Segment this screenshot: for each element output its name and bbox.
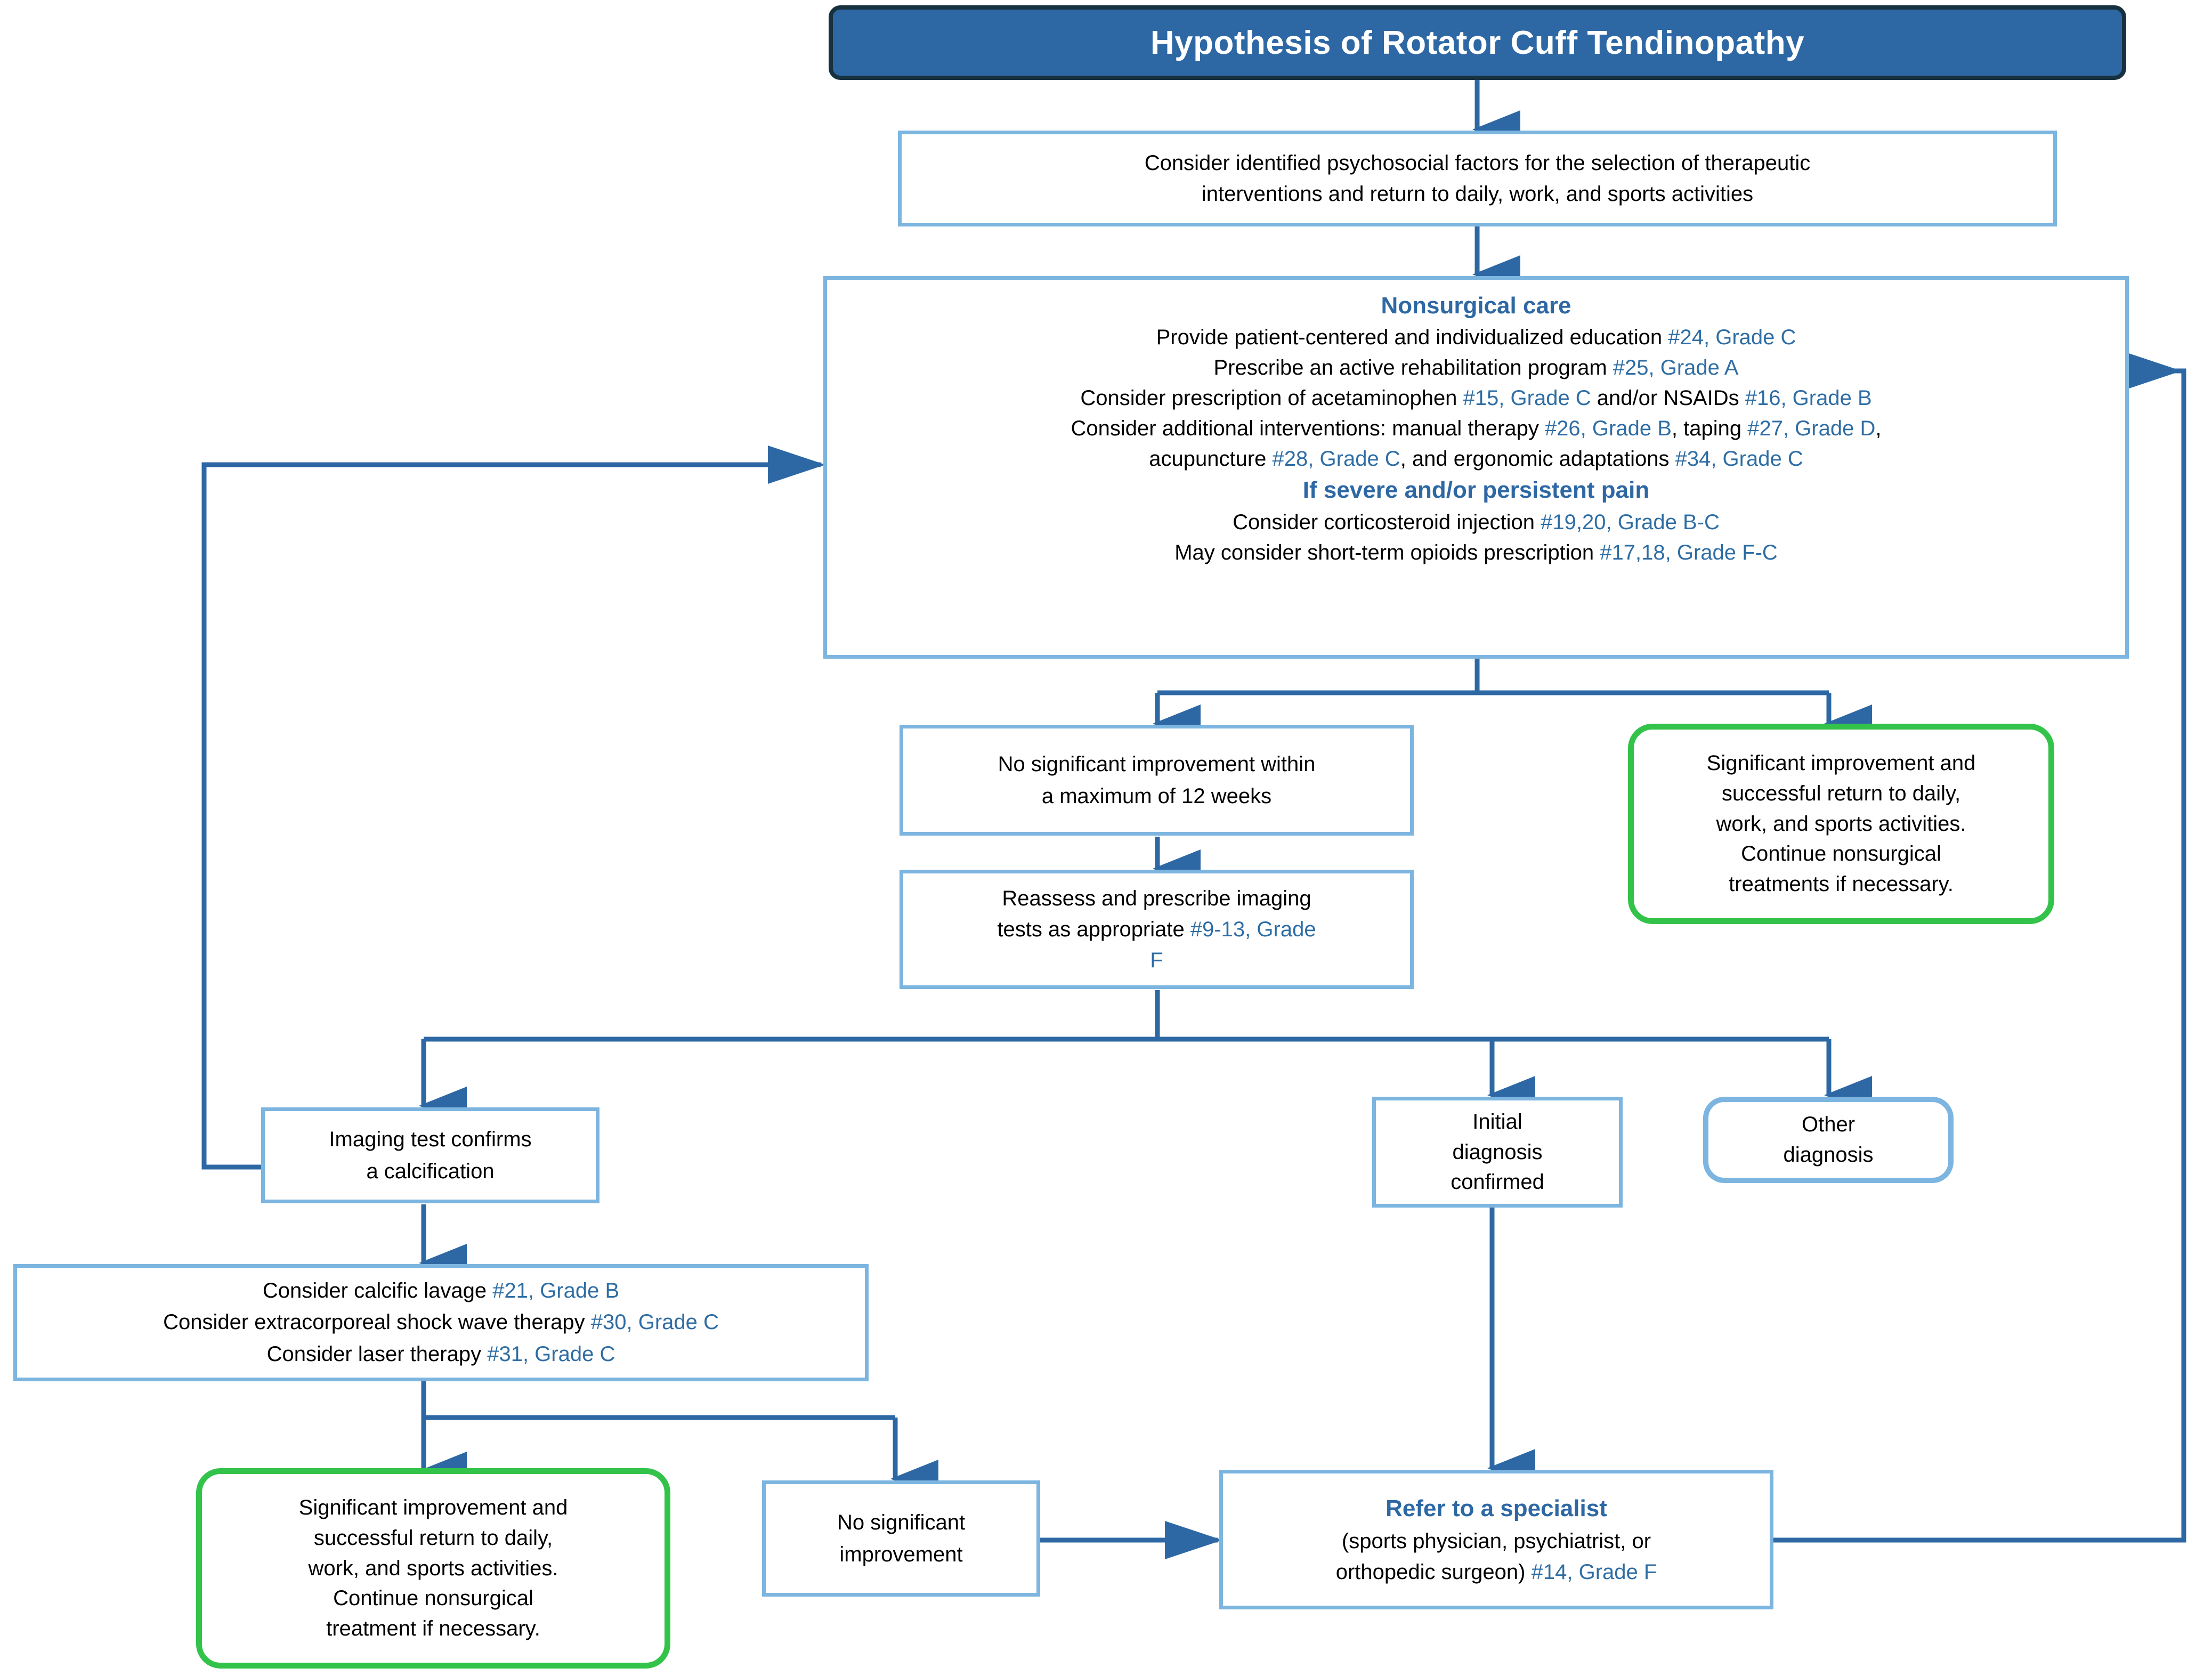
initial-diagnosis-line-1: Initial xyxy=(1472,1110,1522,1133)
other-diagnosis-line-1: Other xyxy=(1801,1113,1856,1137)
no-improvement-12w-line-1: No significant improvement within xyxy=(998,752,1316,776)
reassess-line-1: Reassess and prescribe imaging xyxy=(1002,887,1311,910)
nonsurgical-line-1: Provide patient-centered and individuali… xyxy=(1156,326,1796,350)
psychosocial-line-2: interventions and return to daily, work,… xyxy=(1201,182,1754,206)
other-diagnosis-line-2: diagnosis xyxy=(1783,1143,1874,1167)
success-bottom-line-4: Continue nonsurgical xyxy=(333,1586,533,1610)
calcific-treatments-line-3: Consider laser therapy #31, Grade C xyxy=(266,1342,615,1366)
calcification-line-2: a calcification xyxy=(366,1160,495,1183)
node-initial-diagnosis-confirmed: Initial diagnosis confirmed xyxy=(1372,1097,1623,1208)
nonsurgical-line-5: acupuncture #28, Grade C, and ergonomic … xyxy=(1149,447,1803,471)
title-text: Hypothesis of Rotator Cuff Tendinopathy xyxy=(1150,24,1805,61)
edge-nonsurgical-split xyxy=(1155,659,1832,720)
refer-specialist-heading: Refer to a specialist xyxy=(1385,1495,1607,1522)
edge-calcification-to-nonsurgical-loop xyxy=(201,446,825,1170)
node-nonsurgical-care: Nonsurgical care Provide patient-centere… xyxy=(823,276,2129,659)
node-no-significant-improvement: No significant improvement xyxy=(762,1480,1040,1597)
reassess-line-3: F xyxy=(1150,949,1163,972)
no-improvement-12w-line-2: a maximum of 12 weeks xyxy=(1041,784,1272,808)
success-top-line-3: work, and sports activities. xyxy=(1716,812,1966,836)
psychosocial-line-1: Consider identified psychosocial factors… xyxy=(1144,151,1811,175)
reassess-line-2: tests as appropriate #9-13, Grade xyxy=(997,918,1316,941)
nonsurgical-line-4: Consider additional interventions: manua… xyxy=(1071,416,1882,440)
calcific-treatments-line-1: Consider calcific lavage #21, Grade B xyxy=(262,1279,620,1303)
node-success-outcome-bottom: Significant improvement and successful r… xyxy=(196,1468,670,1669)
nonsurgical-severe-line-1: Consider corticosteroid injection #19,20… xyxy=(1233,510,1720,534)
title-banner: Hypothesis of Rotator Cuff Tendinopathy xyxy=(829,5,2126,80)
refer-specialist-line-2: orthopedic surgeon) #14, Grade F xyxy=(1335,1560,1657,1584)
success-bottom-line-3: work, and sports activities. xyxy=(308,1556,558,1580)
node-other-diagnosis: Other diagnosis xyxy=(1703,1097,1954,1183)
success-bottom-line-1: Significant improvement and xyxy=(298,1496,568,1519)
nonsurgical-heading: Nonsurgical care xyxy=(1381,293,1571,319)
success-top-line-1: Significant improvement and xyxy=(1706,751,1976,775)
node-success-outcome-top: Significant improvement and successful r… xyxy=(1628,724,2054,924)
no-improvement-line-1: No significant xyxy=(837,1511,966,1534)
node-calcific-treatments: Consider calcific lavage #21, Grade B Co… xyxy=(13,1264,869,1381)
success-top-line-4: Continue nonsurgical xyxy=(1741,842,1941,866)
calcific-treatments-line-2: Consider extracorporeal shock wave thera… xyxy=(163,1310,719,1334)
initial-diagnosis-line-3: confirmed xyxy=(1451,1170,1544,1194)
success-bottom-line-2: successful return to daily, xyxy=(313,1526,553,1550)
node-reassess-imaging: Reassess and prescribe imaging tests as … xyxy=(900,870,1414,989)
nonsurgical-severe-line-2: May consider short-term opioids prescrip… xyxy=(1174,540,1778,564)
calcification-line-1: Imaging test confirms xyxy=(329,1128,532,1151)
success-top-line-2: successful return to daily, xyxy=(1721,781,1961,805)
node-psychosocial-factors: Consider identified psychosocial factors… xyxy=(898,131,2057,226)
initial-diagnosis-line-2: diagnosis xyxy=(1452,1140,1543,1164)
nonsurgical-subheading: If severe and/or persistent pain xyxy=(1302,477,1650,504)
refer-specialist-line-1: (sports physician, psychiatrist, or xyxy=(1341,1529,1651,1553)
nonsurgical-line-2: Prescribe an active rehabilitation progr… xyxy=(1213,356,1739,380)
node-refer-to-specialist: Refer to a specialist (sports physician,… xyxy=(1219,1470,1773,1609)
success-bottom-line-5: treatment if necessary. xyxy=(326,1617,540,1641)
nonsurgical-line-3: Consider prescription of acetaminophen #… xyxy=(1080,386,1872,410)
no-improvement-line-2: improvement xyxy=(839,1543,963,1566)
node-no-improvement-12-weeks: No significant improvement within a maxi… xyxy=(900,725,1414,836)
node-imaging-confirms-calcification: Imaging test confirms a calcification xyxy=(261,1107,599,1203)
success-top-line-5: treatments if necessary. xyxy=(1729,872,1954,896)
